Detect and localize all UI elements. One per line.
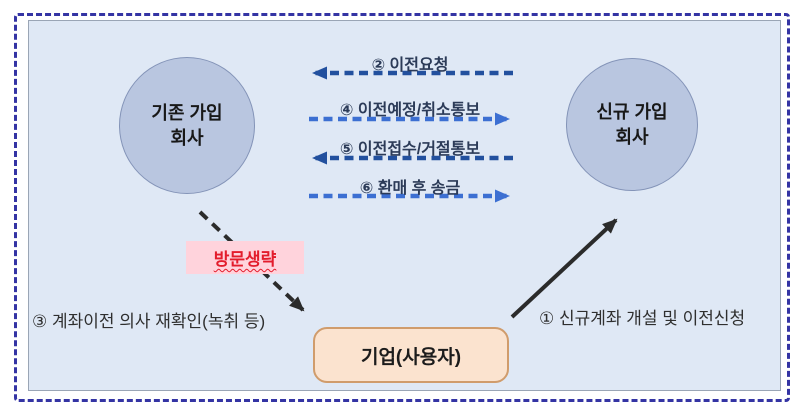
existing-company-label: 기존 가입 회사 (151, 101, 222, 150)
caption-step1-new-account: ① 신규계좌 개설 및 이전신청 (539, 309, 746, 328)
flow-label-remit-after-redemption: ⑥ 환매 후 송금 (359, 180, 461, 197)
flow-label-schedule-cancel-notice: ④ 이전예정/취소통보 (339, 102, 481, 119)
outer-dashed-frame (14, 13, 790, 402)
node-new-company: 신규 가입 회사 (566, 58, 698, 191)
caption-step3-reconfirm: ③ 계좌이전 의사 재확인(녹취 등) (32, 312, 266, 331)
flow-label-receipt-reject-notice: ⑤ 이전접수/거절통보 (339, 141, 481, 158)
node-enterprise-user: 기업(사용자) (313, 327, 509, 383)
existing-company-label-line1: 기존 가입 (151, 103, 223, 124)
visit-skipped-highlight: 방문생략 (186, 241, 304, 274)
node-existing-company: 기존 가입 회사 (119, 57, 255, 194)
enterprise-user-label: 기업(사용자) (360, 346, 462, 368)
new-company-label-line1: 신규 가입 (596, 102, 668, 123)
visit-skipped-label: 방문생략 (213, 250, 277, 269)
flow-arrow-1-solid-diagonal (510, 218, 618, 319)
new-company-label: 신규 가입 회사 (596, 100, 667, 149)
new-company-label-line2: 회사 (615, 126, 649, 147)
flow-label-transfer-request: ② 이전요청 (371, 57, 449, 74)
existing-company-label-line2: 회사 (170, 127, 204, 148)
